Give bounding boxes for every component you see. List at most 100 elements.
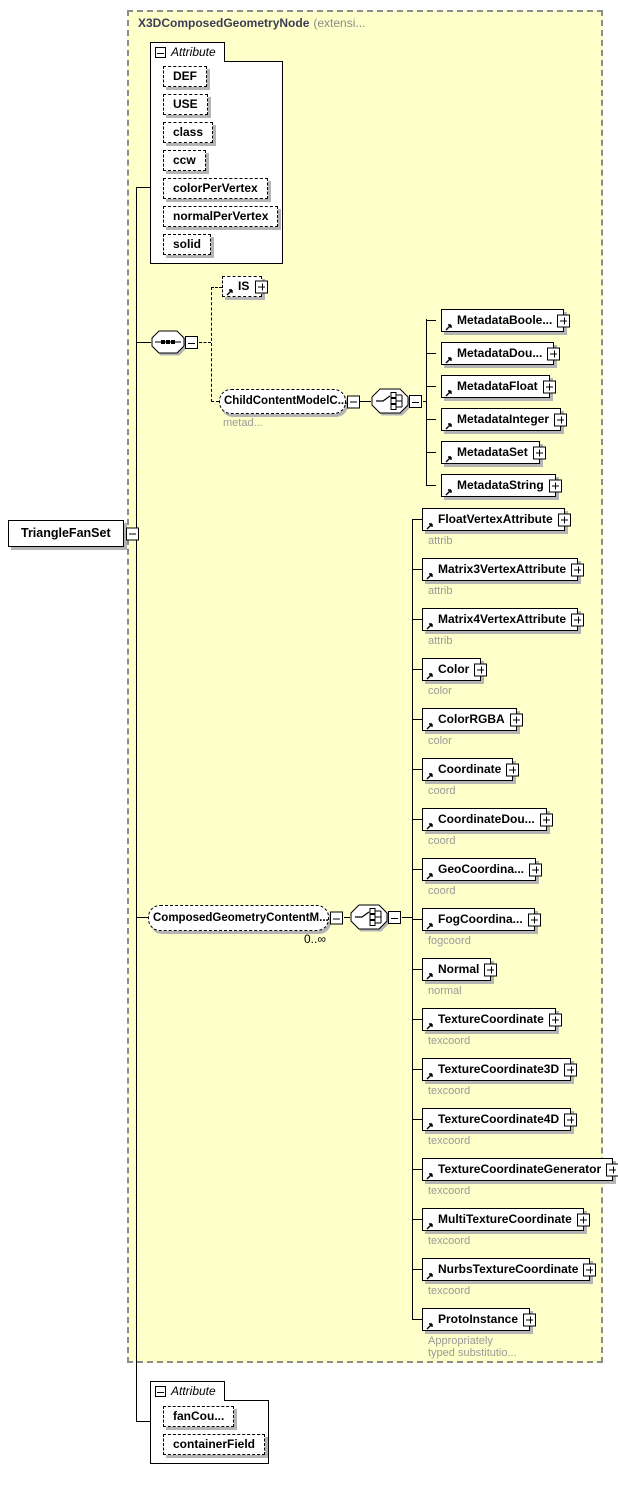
element-metadatafloat[interactable]: MetadataFloat — [441, 375, 556, 398]
plus-icon[interactable] — [532, 446, 546, 459]
minus-icon[interactable] — [155, 1386, 166, 1397]
connector-line — [426, 353, 436, 354]
plus-icon[interactable] — [557, 513, 571, 526]
element-composedgeometrycontentmodel[interactable]: ComposedGeometryContentM... — [148, 905, 343, 931]
connector-line — [412, 1169, 422, 1170]
plus-icon[interactable] — [542, 380, 556, 393]
plus-icon[interactable] — [571, 613, 585, 626]
element-label: NurbsTextureCoordinate — [438, 1262, 579, 1276]
plus-icon[interactable] — [548, 1013, 562, 1026]
element-metadatastring[interactable]: MetadataString — [441, 474, 562, 497]
plus-icon[interactable] — [539, 813, 553, 826]
plus-icon[interactable] — [564, 1113, 578, 1126]
element-row: Normal normal — [412, 958, 498, 997]
plus-icon[interactable] — [255, 280, 269, 293]
element-color[interactable]: Color — [422, 658, 488, 681]
plus-icon[interactable] — [576, 1213, 590, 1226]
attribute-label: ccw — [173, 153, 196, 167]
plus-icon[interactable] — [606, 1163, 618, 1176]
reference-arrow-icon — [426, 719, 435, 730]
attribute-colorpervertex[interactable]: colorPerVertex — [163, 178, 268, 199]
plus-icon[interactable] — [474, 663, 488, 676]
plus-icon[interactable] — [583, 1263, 597, 1276]
minus-icon[interactable] — [185, 336, 198, 349]
plus-icon[interactable] — [509, 713, 523, 726]
element-row: TextureCoordinateGenerator texcoord — [412, 1158, 618, 1197]
element-texturecoordinategenerator[interactable]: TextureCoordinateGenerator — [422, 1158, 618, 1181]
attribute-tab[interactable]: Attribute — [150, 1381, 225, 1401]
plus-icon[interactable] — [564, 1063, 578, 1076]
element-protoinstance[interactable]: ProtoInstance — [422, 1308, 537, 1331]
attribute-fancount[interactable]: fanCou... — [163, 1406, 235, 1427]
plus-icon[interactable] — [554, 413, 568, 426]
attribute-def[interactable]: DEF — [163, 66, 207, 87]
element-sublabel: texcoord — [428, 1035, 471, 1047]
element-texturecoordinate[interactable]: TextureCoordinate — [422, 1008, 562, 1031]
element-multitexturecoordinate[interactable]: MultiTextureCoordinate — [422, 1208, 590, 1231]
connector-line — [412, 519, 422, 520]
element-texturecoordinate4d[interactable]: TextureCoordinate4D — [422, 1108, 578, 1131]
attribute-label: normalPerVertex — [173, 209, 269, 223]
attribute-containerfield[interactable]: containerField — [163, 1434, 266, 1455]
element-geocoordinate[interactable]: GeoCoordina... — [422, 858, 543, 881]
minus-icon[interactable] — [330, 911, 343, 925]
element-label: TriangleFanSet — [21, 526, 111, 540]
attribute-use[interactable]: USE — [163, 94, 208, 115]
reference-arrow-icon — [426, 669, 435, 680]
plus-icon[interactable] — [527, 913, 541, 926]
plus-icon[interactable] — [571, 563, 585, 576]
attribute-class[interactable]: class — [163, 122, 214, 143]
element-trianglefanset[interactable]: TriangleFanSet — [8, 520, 139, 547]
element-coordinate[interactable]: Coordinate — [422, 758, 520, 781]
element-sublabel: Appropriately typed substitutio... — [428, 1335, 517, 1359]
plus-icon[interactable] — [548, 479, 562, 492]
element-label: Coordinate — [438, 762, 502, 776]
attribute-tab[interactable]: Attribute — [150, 42, 225, 62]
element-metadataset[interactable]: MetadataSet — [441, 441, 546, 464]
element-texturecoordinate3d[interactable]: TextureCoordinate3D — [422, 1058, 578, 1081]
minus-icon[interactable] — [409, 395, 422, 408]
minus-icon[interactable] — [155, 47, 166, 58]
element-metadatadouble[interactable]: MetadataDou... — [441, 342, 561, 365]
attribute-tab-label: Attribute — [171, 45, 216, 59]
attribute-solid[interactable]: solid — [163, 234, 212, 255]
connector-line — [136, 342, 151, 343]
reference-arrow-icon — [445, 386, 454, 397]
element-row: FogCoordina... fogcoord — [412, 908, 541, 947]
plus-icon[interactable] — [529, 863, 543, 876]
minus-icon[interactable] — [125, 527, 139, 540]
sequence-icon[interactable] — [151, 330, 185, 354]
minus-icon[interactable] — [347, 395, 360, 408]
plus-icon[interactable] — [557, 314, 571, 327]
element-floatvertexattribute[interactable]: FloatVertexAttribute — [422, 508, 571, 531]
attribute-normalpervertex[interactable]: normalPerVertex — [163, 206, 279, 227]
element-childcontentmodel[interactable]: ChildContentModelC... — [219, 389, 360, 414]
element-nurbstexturecoordinate[interactable]: NurbsTextureCoordinate — [422, 1258, 597, 1281]
element-matrix3vertexattribute[interactable]: Matrix3VertexAttribute — [422, 558, 585, 581]
element-sublabel: color — [428, 735, 452, 747]
group-title-text: X3DComposedGeometryNode — [138, 16, 310, 30]
element-sublabel: attrib — [428, 585, 453, 597]
plus-icon[interactable] — [506, 763, 520, 776]
plus-icon[interactable] — [484, 963, 498, 976]
minus-icon[interactable] — [388, 911, 401, 924]
element-colorrgba[interactable]: ColorRGBA — [422, 708, 523, 731]
choice-icon[interactable] — [350, 904, 388, 930]
element-matrix4vertexattribute[interactable]: Matrix4VertexAttribute — [422, 608, 585, 631]
element-label: Color — [438, 662, 470, 676]
element-coordinatedouble[interactable]: CoordinateDou... — [422, 808, 553, 831]
element-normal[interactable]: Normal — [422, 958, 498, 981]
plus-icon[interactable] — [547, 347, 561, 360]
reference-arrow-icon — [426, 769, 435, 780]
element-is[interactable]: IS — [222, 276, 269, 297]
element-label: ColorRGBA — [438, 712, 505, 726]
choice-icon[interactable] — [371, 388, 409, 414]
element-fogcoordinate[interactable]: FogCoordina... — [422, 908, 541, 931]
element-metadataboolean[interactable]: MetadataBoole... — [441, 309, 571, 332]
element-row: MetadataInteger — [426, 408, 568, 431]
element-sublabel: coord — [428, 885, 456, 897]
element-metadatainteger[interactable]: MetadataInteger — [441, 408, 568, 431]
attribute-ccw[interactable]: ccw — [163, 150, 206, 171]
connector-line — [360, 401, 371, 402]
plus-icon[interactable] — [523, 1313, 537, 1326]
